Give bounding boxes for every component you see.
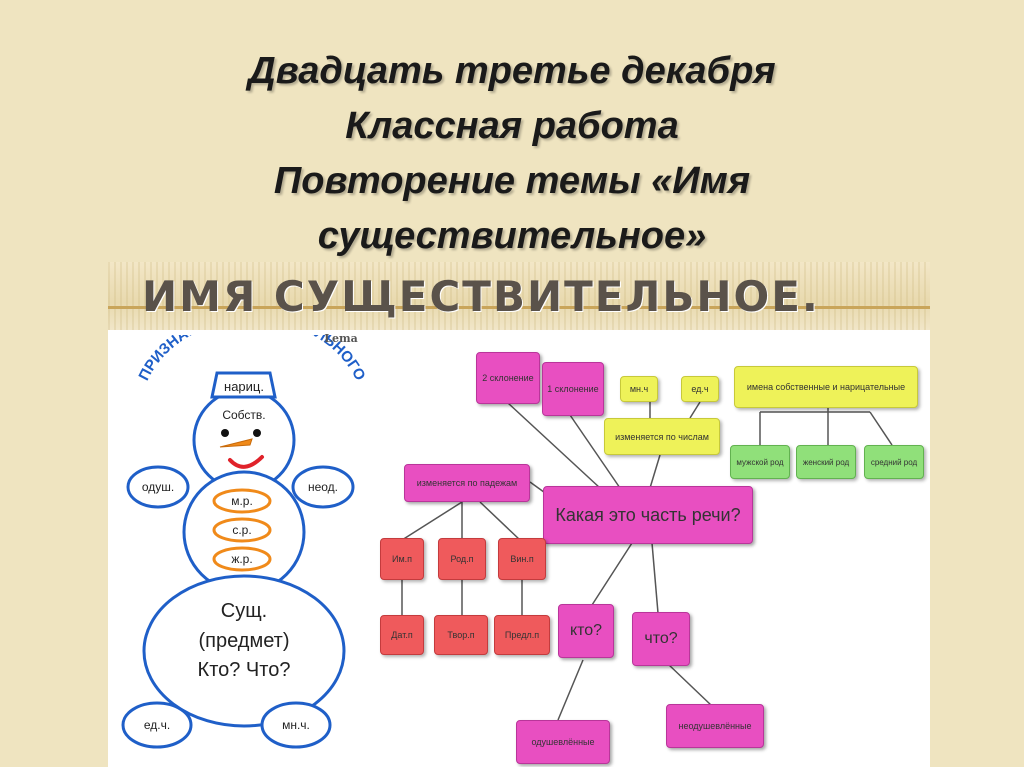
node-case-dative: Дат.п [380,615,424,655]
node-gender-masculine: мужской род [730,445,790,479]
snowman-gender-1-label: м.р. [231,494,253,508]
node-inanimate: неодушевлённые [666,704,764,748]
title-line-3: Повторение темы «Имя [273,160,751,202]
snowman-body-line-3: Кто? Что? [198,659,291,681]
slide-title: Двадцать третье декабря Классная работа … [0,44,1024,264]
node-case-prepositional: Предл.п [494,615,550,655]
node-2nd-declension: 2 склонение [476,352,540,404]
snowman-gender-3 [212,546,272,572]
node-proper-common: имена собственные и нарицательные [734,366,918,408]
snowman-right-hand [291,465,355,509]
node-singular: ед.ч [681,376,719,402]
node-gender-neuter: средний род [864,445,924,479]
banner-heading: ИМЯ СУЩЕСТВИТЕЛЬНОЕ. [142,272,820,321]
node-changes-by-case: изменяется по падежам [404,464,530,502]
snowman-head-label: Собств. [222,408,265,422]
banner: ИМЯ СУЩЕСТВИТЕЛЬНОЕ. [108,262,930,330]
node-plural: мн.ч [620,376,658,402]
snowman-left-eye [221,429,229,437]
snowman-mouth [228,455,264,469]
watermark-logo: Lema [324,332,358,345]
node-changes-by-number: изменяется по числам [604,418,720,455]
snowman-body-line-2: (предмет) [199,630,290,652]
node-who: кто? [558,604,614,658]
snowman-nose [219,438,253,448]
banner-texture [108,262,930,330]
snowman-gender-3-label: ж.р. [231,552,252,566]
node-case-nominative: Им.п [380,538,424,580]
snowman-body-line-1: Сущ. [221,600,267,622]
snowman-gender-1 [212,488,272,514]
banner-rule [108,306,930,309]
snowman-left-foot [121,701,193,749]
snowman-right-hand-label: неод. [308,480,338,494]
node-case-genitive: Род.п [438,538,486,580]
snowman-right-foot-label: мн.ч. [282,718,310,732]
snowman-gender-2 [212,517,272,543]
node-1st-declension: 1 склонение [542,362,604,416]
snowman-hat-label: нариц. [224,379,264,394]
node-what: что? [632,612,690,666]
node-case-instrumental: Твор.п [434,615,488,655]
node-animate: одушевлённые [516,720,610,764]
snowman-left-hand-label: одуш. [142,480,174,494]
snowman-diagram: ПРИЗНАКИ СУЩЕСТВИТЕЛЬНОГО нариц. Собств.… [121,335,369,749]
snowman-left-foot-label: ед.ч. [144,718,170,732]
snowman-right-foot [260,701,332,749]
node-case-accusative: Вин.п [498,538,546,580]
node-gender-feminine: женский род [796,445,856,479]
title-line-2: Классная работа [345,105,679,147]
snowman-bottom [142,574,346,728]
snowman-hat [210,371,277,399]
title-line-1: Двадцать третье декабря [248,50,776,92]
snowman-left-hand [126,465,190,509]
node-center-question: Какая это часть речи? [543,486,753,544]
snowman-gender-2-label: с.р. [232,523,251,537]
title-line-4: существительное» [317,215,707,257]
snowman-right-eye [253,429,261,437]
